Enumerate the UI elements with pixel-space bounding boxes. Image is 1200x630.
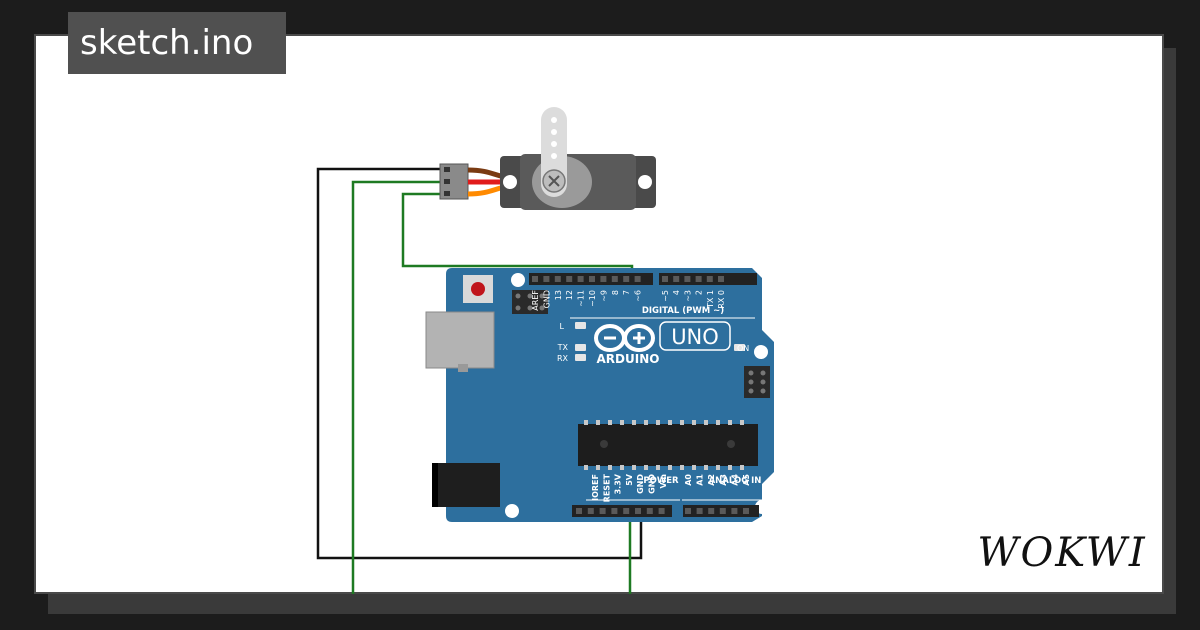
analog-pin-label: A0 bbox=[684, 474, 693, 486]
digital-pin-label: ~11 bbox=[577, 290, 586, 307]
digital-pin-label: RX 0 bbox=[717, 290, 726, 309]
digital-pin-label: 12 bbox=[565, 290, 574, 300]
analog-pin-hole[interactable] bbox=[685, 508, 691, 514]
digital-pin-hole[interactable] bbox=[554, 276, 561, 282]
power-pin-label: IOREF bbox=[591, 474, 600, 501]
digital-pin-hole[interactable] bbox=[662, 276, 668, 282]
board-model: UNO bbox=[671, 325, 719, 349]
digital-pin-hole[interactable] bbox=[566, 276, 573, 282]
digital-pin-hole[interactable] bbox=[577, 276, 584, 282]
led-tx-label: TX bbox=[557, 343, 569, 352]
power-pin-label: GND bbox=[636, 474, 645, 494]
power-pin-hole[interactable] bbox=[611, 508, 618, 514]
power-pin-hole[interactable] bbox=[635, 508, 641, 514]
digital-pin-label: 13 bbox=[554, 290, 563, 300]
servo-pin-gnd bbox=[444, 167, 450, 172]
analog-pin-hole[interactable] bbox=[731, 508, 738, 514]
digital-pin-label: ~9 bbox=[599, 290, 608, 302]
icsp-header bbox=[512, 290, 548, 314]
digital-pin-label: GND bbox=[542, 290, 551, 308]
power-pin-label: Vin bbox=[659, 474, 668, 489]
led-on-label: ON bbox=[737, 344, 749, 353]
digital-pin-label: ~5 bbox=[661, 290, 670, 302]
power-pin-hole[interactable] bbox=[599, 508, 606, 514]
analog-pin-hole[interactable] bbox=[743, 508, 749, 514]
power-pin-hole[interactable] bbox=[623, 508, 630, 514]
power-pin-hole[interactable] bbox=[658, 508, 665, 514]
digital-pin-label: AREF bbox=[531, 290, 540, 311]
power-pin-hole[interactable] bbox=[587, 508, 594, 514]
digital-pin-hole[interactable] bbox=[673, 276, 680, 282]
digital-pin-label: 7 bbox=[622, 290, 631, 295]
analog-pin-label: A3 bbox=[719, 474, 728, 486]
power-pin-hole[interactable] bbox=[646, 508, 653, 514]
analog-pin-label: A1 bbox=[696, 474, 705, 486]
digital-pin-label: ~3 bbox=[683, 290, 692, 302]
wire-vcc-green[interactable] bbox=[351, 180, 441, 594]
digital-header-label: DIGITAL (PWM ~) bbox=[642, 306, 724, 316]
analog-pin-label: A5 bbox=[742, 474, 751, 486]
digital-pin-hole[interactable] bbox=[634, 276, 641, 282]
power-jack bbox=[432, 463, 500, 507]
power-pin-label: GND bbox=[648, 474, 657, 494]
servo-pin-vcc bbox=[444, 179, 450, 184]
digital-pin-label: TX 1 bbox=[706, 290, 715, 309]
power-pin-hole[interactable] bbox=[576, 508, 582, 514]
digital-pin-hole[interactable] bbox=[623, 276, 630, 282]
power-pin-label: 3.3V bbox=[614, 473, 623, 494]
digital-pin-label: 8 bbox=[611, 290, 620, 295]
atmega-chip bbox=[578, 420, 758, 470]
digital-pin-hole[interactable] bbox=[589, 276, 595, 282]
digital-pin-label: ~10 bbox=[588, 290, 597, 307]
digital-pin-hole[interactable] bbox=[532, 276, 538, 282]
file-tab[interactable]: sketch.ino bbox=[68, 12, 286, 74]
digital-pin-hole[interactable] bbox=[718, 276, 724, 282]
power-pin-label: 5V bbox=[625, 473, 634, 486]
led-l-label: L bbox=[560, 322, 565, 331]
digital-pin-hole[interactable] bbox=[706, 276, 713, 282]
power-analog-header bbox=[572, 505, 759, 517]
onboard-leds: L TX RX ON bbox=[557, 322, 749, 363]
analog-pin-label: A4 bbox=[730, 474, 739, 486]
digital-pin-label: ~6 bbox=[634, 290, 643, 302]
analog-header-label: ANALOG IN bbox=[709, 476, 762, 486]
analog-pin-hole[interactable] bbox=[719, 508, 726, 514]
wire-gnd-black[interactable] bbox=[316, 167, 643, 560]
arduino-brand: ARDUINO bbox=[597, 352, 660, 366]
analog-pin-label: A2 bbox=[707, 474, 716, 486]
power-header-label: POWER bbox=[643, 476, 679, 486]
digital-pin-hole[interactable] bbox=[543, 276, 550, 282]
wokwi-logo: WOKWI bbox=[977, 530, 1146, 576]
digital-pin-hole[interactable] bbox=[611, 276, 618, 282]
servo-pin-signal bbox=[444, 191, 450, 196]
digital-pin-hole[interactable] bbox=[600, 276, 607, 282]
analog-pin-hole[interactable] bbox=[708, 508, 715, 514]
power-pin-label: RESET bbox=[602, 473, 611, 502]
icsp-header-right bbox=[744, 366, 770, 398]
digital-pin-hole[interactable] bbox=[684, 276, 691, 282]
digital-pin-label: 2 bbox=[695, 290, 704, 295]
digital-pin-label: 4 bbox=[672, 290, 681, 295]
servo-motor[interactable] bbox=[439, 107, 656, 210]
arduino-logo: ARDUINO UNO bbox=[594, 321, 731, 366]
digital-header bbox=[529, 273, 757, 285]
digital-pin-hole[interactable] bbox=[695, 276, 702, 282]
analog-pin-hole[interactable] bbox=[696, 508, 703, 514]
usb-port bbox=[425, 311, 495, 369]
led-rx-label: RX bbox=[557, 354, 569, 363]
